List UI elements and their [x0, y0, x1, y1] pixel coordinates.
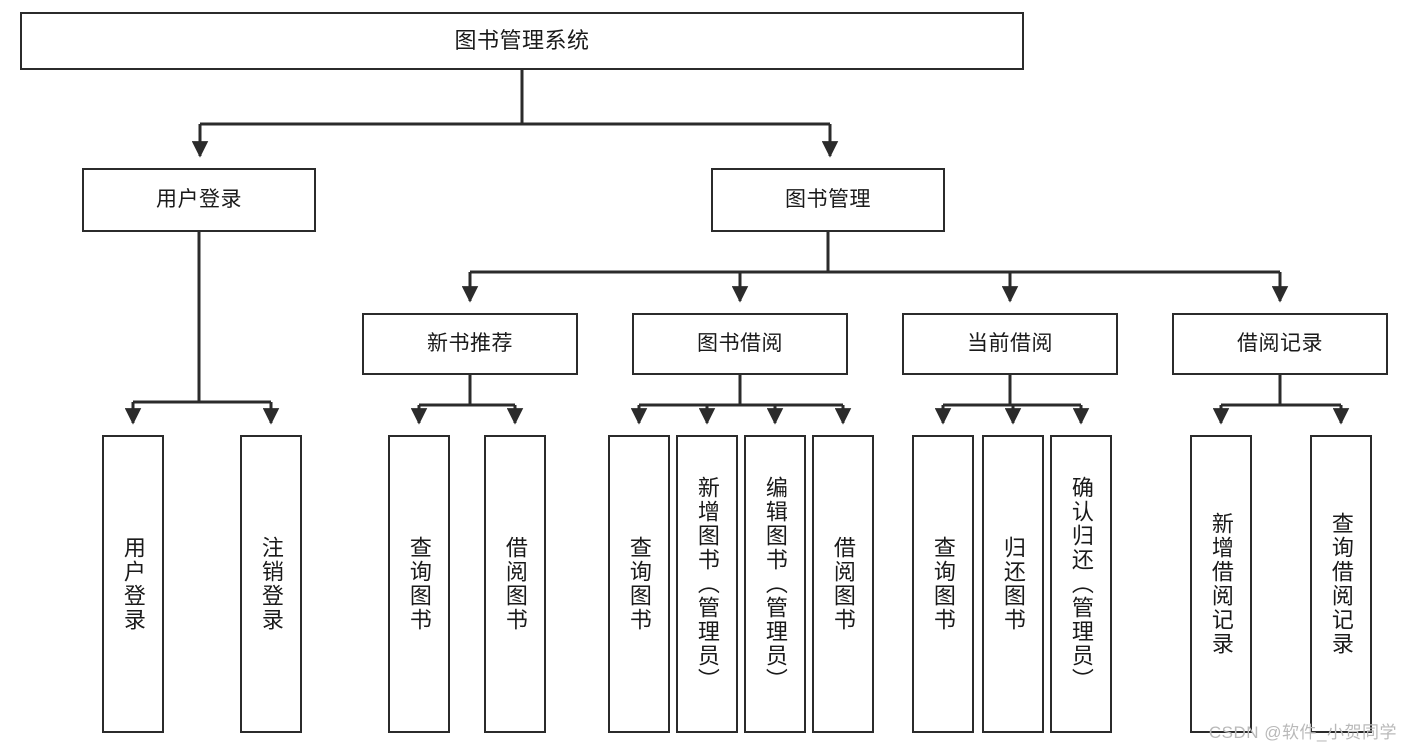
node-leaf-query-books-borrow[interactable]: 查询图书	[608, 435, 670, 733]
node-leaf-query-books-new[interactable]: 查询图书	[388, 435, 450, 733]
node-leaf-query-borrow-record[interactable]: 查询借阅记录	[1310, 435, 1372, 733]
node-label: 查询图书	[406, 536, 432, 632]
node-borrowing-records[interactable]: 借阅记录	[1172, 313, 1388, 375]
node-leaf-user-login[interactable]: 用户登录	[102, 435, 164, 733]
node-leaf-logout[interactable]: 注销登录	[240, 435, 302, 733]
node-label: 确认归还（管理员）	[1068, 476, 1094, 692]
node-book-borrowing[interactable]: 图书借阅	[632, 313, 848, 375]
node-label: 注销登录	[258, 536, 284, 632]
node-book-management[interactable]: 图书管理	[711, 168, 945, 232]
node-label: 用户登录	[120, 536, 146, 632]
node-label: 图书借阅	[697, 332, 783, 356]
node-current-borrowing[interactable]: 当前借阅	[902, 313, 1118, 375]
node-label: 新增借阅记录	[1208, 512, 1234, 656]
node-leaf-confirm-return-admin[interactable]: 确认归还（管理员）	[1050, 435, 1112, 733]
node-label: 查询借阅记录	[1328, 512, 1354, 656]
watermark-text: CSDN @软件_小贺同学	[1208, 723, 1397, 742]
node-leaf-borrow-books-new[interactable]: 借阅图书	[484, 435, 546, 733]
node-label: 新书推荐	[427, 332, 513, 356]
node-label: 当前借阅	[967, 332, 1053, 356]
node-label: 借阅记录	[1237, 332, 1323, 356]
node-label: 查询图书	[626, 536, 652, 632]
node-book-management-system[interactable]: 图书管理系统	[20, 12, 1024, 70]
node-leaf-borrow-books[interactable]: 借阅图书	[812, 435, 874, 733]
node-label: 图书管理	[785, 188, 871, 212]
node-leaf-add-borrow-record[interactable]: 新增借阅记录	[1190, 435, 1252, 733]
node-user-login[interactable]: 用户登录	[82, 168, 316, 232]
node-new-book-recommendation[interactable]: 新书推荐	[362, 313, 578, 375]
node-label: 借阅图书	[502, 536, 528, 632]
node-leaf-return-books[interactable]: 归还图书	[982, 435, 1044, 733]
node-label: 新增图书（管理员）	[694, 476, 720, 692]
node-label: 借阅图书	[830, 536, 856, 632]
node-leaf-add-book-admin[interactable]: 新增图书（管理员）	[676, 435, 738, 733]
node-label: 查询图书	[930, 536, 956, 632]
node-label: 归还图书	[1000, 536, 1026, 632]
node-leaf-query-books-current[interactable]: 查询图书	[912, 435, 974, 733]
node-label: 用户登录	[156, 188, 242, 212]
node-label: 编辑图书（管理员）	[762, 476, 788, 692]
node-leaf-edit-book-admin[interactable]: 编辑图书（管理员）	[744, 435, 806, 733]
node-label: 图书管理系统	[454, 27, 590, 53]
